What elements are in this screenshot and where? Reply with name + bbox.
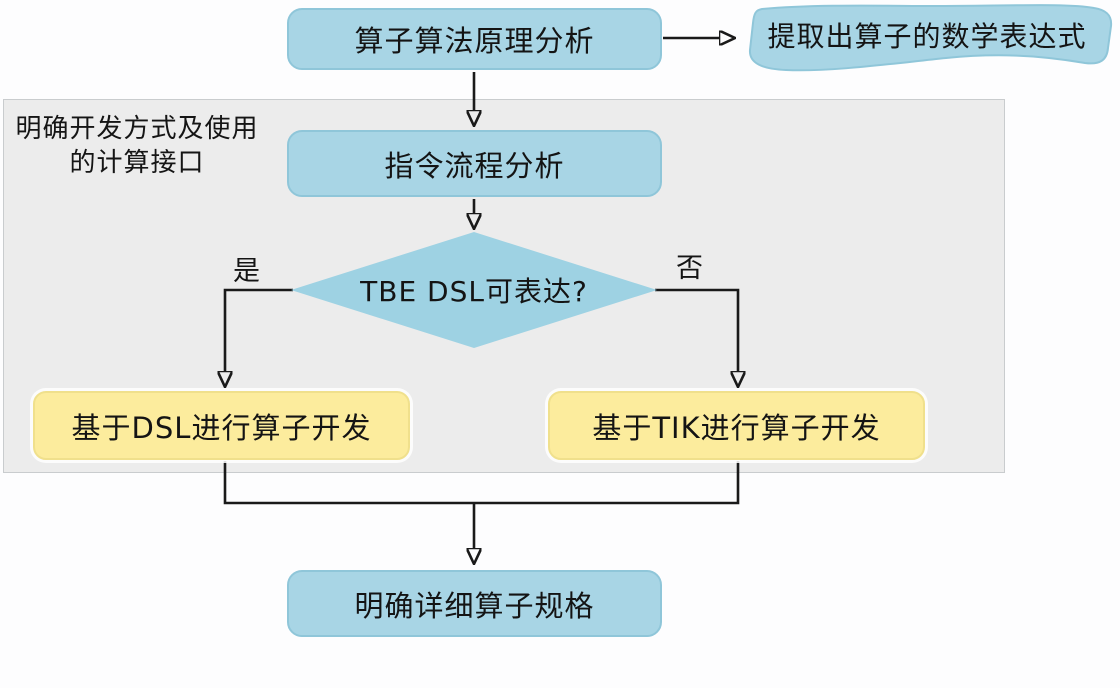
wave-flag-shape: [748, 4, 1113, 72]
node-algorithm-analysis-label: 算子算法原理分析: [354, 24, 595, 58]
branch-label-yes: 是: [233, 256, 261, 287]
node-extract-expression: 提取出算子的数学表达式: [738, 3, 1116, 77]
dev-mode-group-label: 明确开发方式及使用的计算接口: [15, 114, 259, 178]
node-tik-development-label: 基于TIK进行算子开发: [592, 410, 881, 445]
node-algorithm-analysis: 算子算法原理分析: [287, 8, 662, 70]
node-dsl-development-label: 基于DSL进行算子开发: [71, 410, 372, 445]
node-instruction-analysis-label: 指令流程分析: [384, 148, 565, 183]
node-instruction-analysis: 指令流程分析: [287, 130, 662, 197]
node-decision-tbe-dsl-label: TBE DSL可表达?: [360, 275, 588, 308]
node-tik-development: 基于TIK进行算子开发: [548, 391, 925, 460]
node-dsl-development: 基于DSL进行算子开发: [33, 391, 410, 460]
node-extract-expression-label: 提取出算子的数学表达式: [767, 20, 1087, 53]
node-operator-spec: 明确详细算子规格: [287, 570, 662, 637]
node-operator-spec-label: 明确详细算子规格: [354, 588, 595, 623]
branch-label-no: 否: [676, 253, 704, 284]
